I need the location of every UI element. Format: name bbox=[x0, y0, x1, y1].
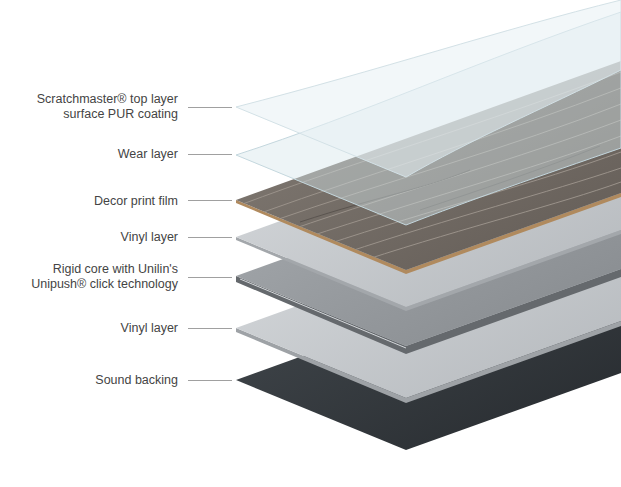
layer-label: Sound backing bbox=[23, 373, 178, 388]
layer-label: Wear layer bbox=[23, 147, 178, 162]
top-coating-layer bbox=[236, 0, 621, 177]
layer-label: Rigid core with Unilin's Unipush® click … bbox=[23, 262, 178, 292]
leader-lines bbox=[188, 108, 232, 381]
layer-label: Scratchmaster® top layer surface PUR coa… bbox=[23, 92, 178, 122]
layer-label: Vinyl layer bbox=[23, 230, 178, 245]
layer-label: Decor print film bbox=[23, 194, 178, 209]
layer-label: Vinyl layer bbox=[23, 321, 178, 336]
